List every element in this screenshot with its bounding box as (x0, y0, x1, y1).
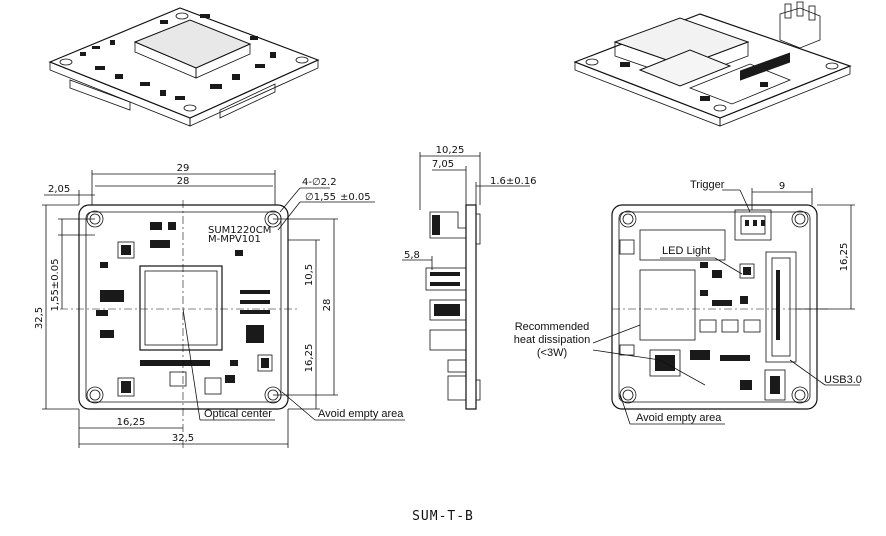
dim-16-25-vertical: 16,25 (304, 344, 315, 373)
iso-back-board (573, 1, 852, 127)
dim-side-5-8: 5,8 (404, 250, 420, 261)
back-view: Trigger 9 16,25 LED Light Recommended he… (514, 179, 862, 425)
drawing-caption: SUM-T-B (412, 509, 474, 524)
dim-phi-1-55-tol: ±0.05 (340, 192, 371, 203)
silkscreen-model: SUM1220CM (208, 225, 271, 236)
dim-holes: 4-∅2.2 (302, 177, 337, 188)
dim-32-5-left: 32,5 (34, 307, 45, 329)
dim-28-vertical: 28 (322, 299, 333, 312)
trigger-label: Trigger (690, 179, 725, 191)
dim-side-1-6: 1.6±0.16 (490, 176, 537, 187)
heat-label-line2: heat dissipation (514, 334, 590, 346)
heat-label-line1: Recommended (515, 321, 590, 333)
dim-16-25-bottom: 16,25 (117, 417, 146, 428)
dim-1-55-vertical: 1,55±0.05 (50, 259, 61, 312)
dim-side-10-25: 10,25 (436, 145, 465, 156)
avoid-empty-area-back: Avoid empty area (636, 412, 722, 424)
dim-29: 29 (177, 163, 190, 174)
dim-28: 28 (177, 176, 190, 187)
heat-label-line3: (<3W) (537, 347, 567, 359)
iso-front-board (48, 7, 320, 127)
led-light-label: LED Light (662, 245, 710, 257)
dim-2-05: 2,05 (48, 184, 70, 195)
dim-32-5-bottom: 32,5 (172, 433, 194, 444)
usb-label: USB3.0 (824, 374, 862, 386)
dim-back-16-25: 16,25 (839, 243, 850, 272)
front-view: SUM1220CM M-MPV101 29 28 2,05 4-∅2.2 ∅1,… (34, 163, 405, 450)
dim-side-7-05: 7,05 (432, 159, 454, 170)
avoid-empty-area-front: Avoid empty area (318, 408, 404, 420)
dim-back-9: 9 (779, 181, 785, 192)
dim-phi-1-55: ∅1,55 (305, 192, 336, 203)
dim-10-5: 10,5 (304, 264, 315, 286)
optical-center-label: Optical center (204, 408, 272, 420)
side-view: 10,25 7,05 1.6±0.16 5,8 (402, 145, 537, 410)
silkscreen-rev: M-MPV101 (208, 234, 261, 245)
